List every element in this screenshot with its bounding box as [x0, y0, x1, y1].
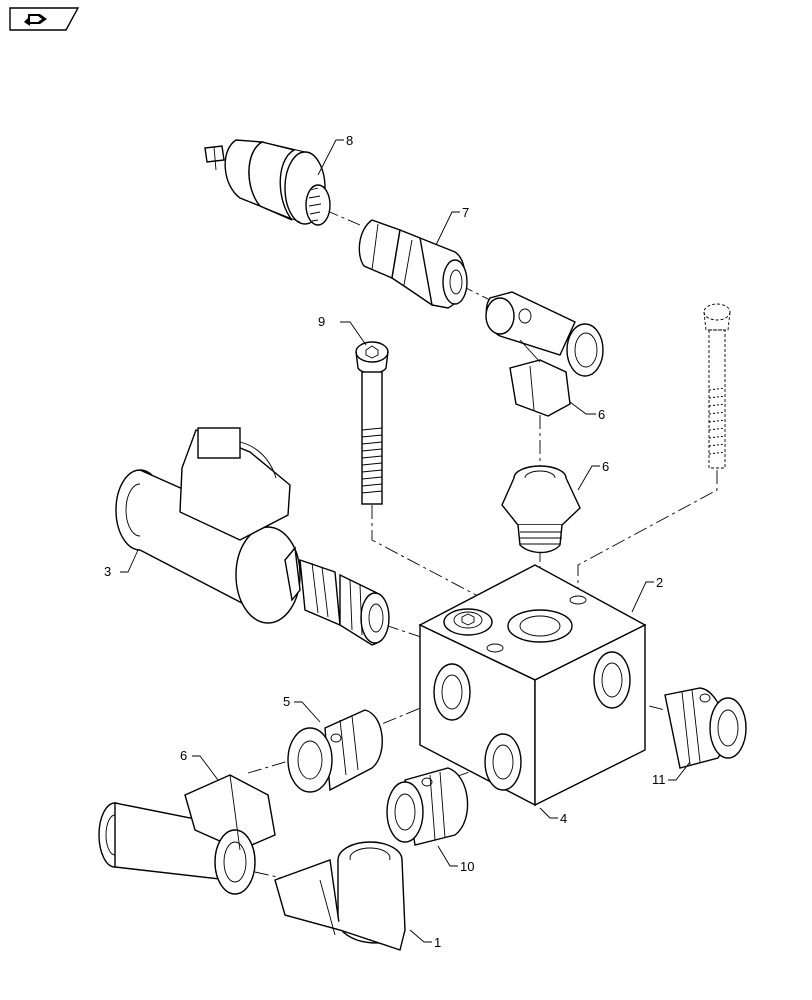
- callout-6c: 11: [652, 772, 666, 787]
- pressure-switch: [204, 139, 331, 226]
- callout-4: 4: [560, 811, 567, 826]
- long-cap-screw: [703, 303, 731, 469]
- tee-fitting: [485, 291, 604, 417]
- straight-adapter: [358, 219, 468, 309]
- adapter-fitting-left: [287, 709, 383, 793]
- callout-10: 8: [346, 133, 353, 148]
- callout-6a: 6: [602, 459, 609, 474]
- callout-2: 2: [656, 575, 663, 590]
- elbow-fitting: [274, 841, 406, 951]
- solenoid-valve: [115, 427, 390, 646]
- flip-page-icon[interactable]: [9, 7, 80, 31]
- callout-1: 1: [434, 935, 441, 950]
- callout-11: 9: [318, 314, 325, 329]
- tee-fitting-bottom: [98, 774, 276, 895]
- port-fitting-bottom: [386, 767, 469, 846]
- manifold-block: [418, 564, 647, 807]
- callout-3: 3: [104, 564, 111, 579]
- callout-9: 7: [462, 205, 469, 220]
- callout-labels: 8 7 9 6 6 3 2 5 6 11 4 10 1: [104, 133, 666, 950]
- callout-6b: 10: [460, 859, 474, 874]
- leader-lines: [120, 139, 691, 943]
- callout-7: 6: [598, 407, 605, 422]
- callout-8: 6: [180, 748, 187, 763]
- port-fitting-top: [501, 465, 581, 554]
- port-fitting-right: [664, 687, 747, 769]
- callout-5: 5: [283, 694, 290, 709]
- cap-screw: [355, 341, 389, 505]
